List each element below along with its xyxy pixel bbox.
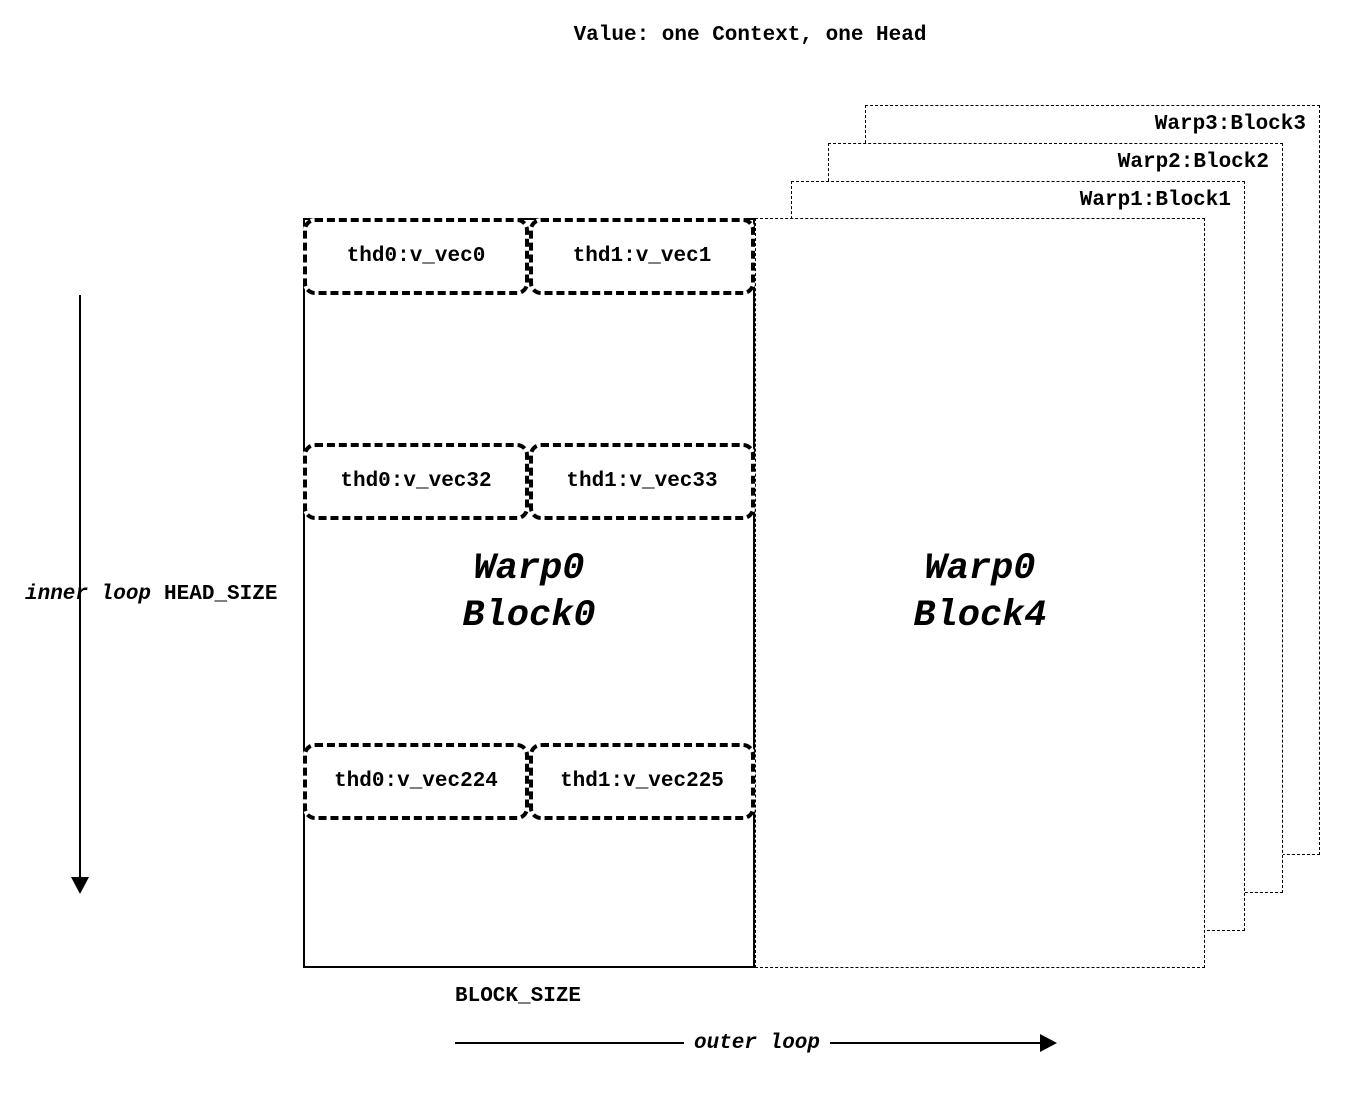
- outer-loop-label: outer loop: [683, 1032, 831, 1055]
- inner-loop-arrow-head-icon: [71, 877, 89, 894]
- panel-warp3-block3-label: Warp3:Block3: [1154, 113, 1306, 136]
- block0-title-line2: Block0: [462, 595, 596, 637]
- thread-cell-thd0-v_vec0: thd0:v_vec0: [303, 218, 529, 295]
- block0-title: Warp0 Block0: [462, 546, 595, 640]
- inner-loop-arrow-line: [79, 295, 81, 877]
- thread-row-0: thd0:v_vec0 thd1:v_vec1: [303, 218, 755, 295]
- thread-cell-thd1-v_vec33: thd1:v_vec33: [529, 443, 755, 520]
- thread-cell-thd1-v_vec1: thd1:v_vec1: [529, 218, 755, 295]
- thread-cell-thd1-v_vec225: thd1:v_vec225: [529, 743, 755, 820]
- inner-loop-label: inner loop: [25, 583, 152, 606]
- thread-cell-thd0-v_vec224: thd0:v_vec224: [303, 743, 529, 820]
- panel-warp1-block1-label: Warp1:Block1: [1079, 189, 1231, 212]
- panel-warp2-block2-label: Warp2:Block2: [1117, 151, 1269, 174]
- thread-row-1: thd0:v_vec32 thd1:v_vec33: [303, 443, 755, 520]
- head-size-label: HEAD_SIZE: [164, 583, 278, 606]
- block4-title-line2: Block4: [913, 595, 1047, 637]
- panel-warp0-block4: Warp0 Block4: [755, 218, 1205, 968]
- thread-row-2: thd0:v_vec224 thd1:v_vec225: [303, 743, 755, 820]
- diagram-title: Value: one Context, one Head: [573, 24, 927, 47]
- block4-title: Warp0 Block4: [913, 546, 1046, 640]
- outer-loop-arrow-head-icon: [1040, 1034, 1057, 1052]
- block4-title-line1: Warp0: [924, 548, 1036, 590]
- inner-loop-axis-label: inner loop HEAD_SIZE: [25, 583, 277, 606]
- block0-title-line1: Warp0: [473, 548, 585, 590]
- panel-warp0-block0: Warp0 Block0: [303, 218, 755, 968]
- thread-cell-thd0-v_vec32: thd0:v_vec32: [303, 443, 529, 520]
- block-size-label: BLOCK_SIZE: [455, 985, 582, 1008]
